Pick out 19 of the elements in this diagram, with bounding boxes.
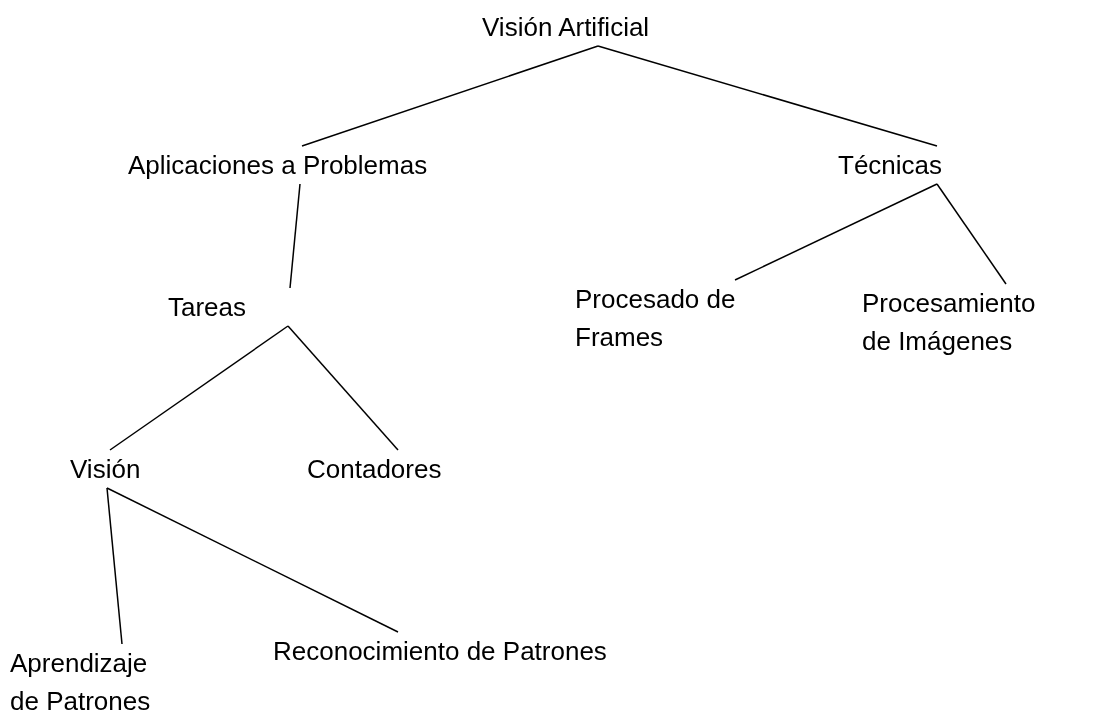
node-label: Visión — [70, 450, 141, 488]
node-label: Aprendizaje de Patrones — [10, 644, 170, 720]
node-label: Técnicas — [838, 146, 943, 184]
node-label: Tareas — [168, 288, 247, 326]
connector-line — [301, 45, 599, 147]
connector-line — [936, 183, 1007, 285]
connector-line — [109, 325, 289, 451]
node-label: Procesado de Frames — [575, 280, 775, 356]
node-label: Aplicaciones a Problemas — [128, 146, 428, 184]
node-label: Visión Artificial — [482, 8, 650, 46]
connector-line — [734, 183, 938, 281]
node-label: Reconocimiento de Patrones — [273, 632, 607, 670]
node-label: Procesamiento de Imágenes — [862, 284, 1047, 360]
connector-line — [287, 325, 399, 451]
connector-line — [106, 487, 399, 633]
connector-line — [597, 45, 938, 147]
connector-line — [106, 487, 123, 645]
connector-line — [289, 183, 301, 289]
node-label: Contadores — [307, 450, 442, 488]
